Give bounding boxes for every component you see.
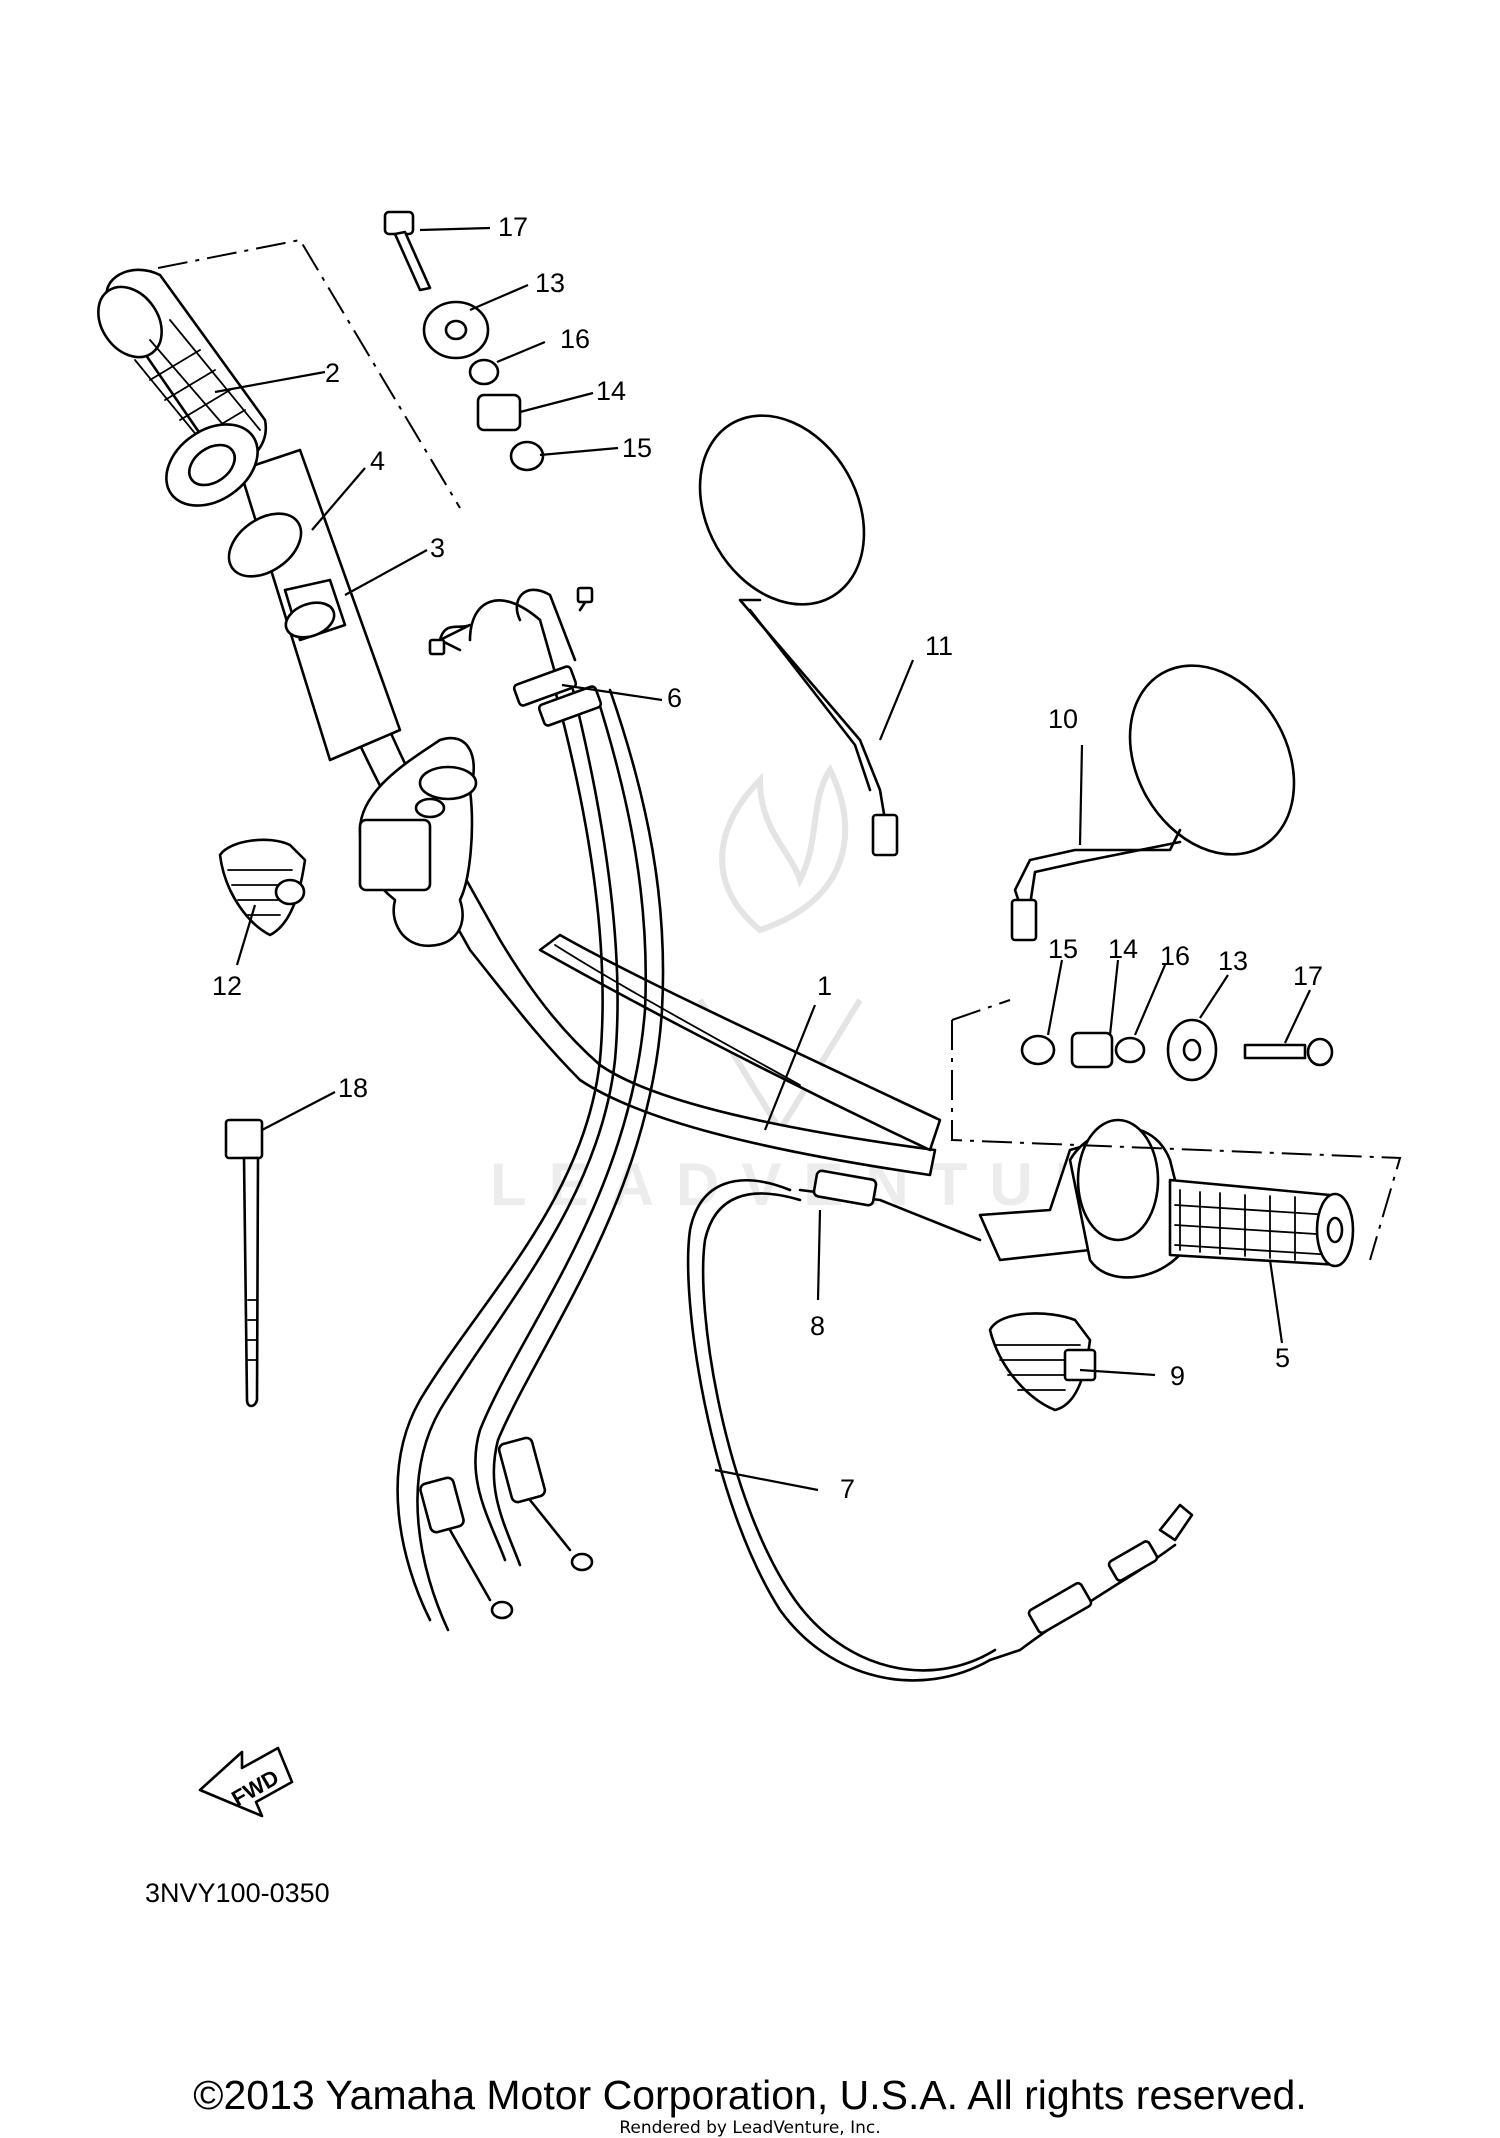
rendered-by-note: Rendered by LeadVenture, Inc.: [619, 2118, 881, 2138]
fwd-arrow: FWD: [198, 1746, 294, 1818]
part-label-11: 11: [925, 631, 953, 661]
right-lever-grip: [978, 1118, 1355, 1279]
part-label-1: 1: [817, 971, 832, 1001]
part-label-10: 10: [1048, 704, 1078, 734]
part-label-13-top: 13: [535, 268, 565, 298]
part-label-17-right: 17: [1293, 961, 1323, 991]
part-label-5: 5: [1275, 1343, 1290, 1373]
bar-end-hardware-right: [1020, 1018, 1334, 1082]
cable-tie: [224, 1118, 264, 1408]
handlebar: [318, 638, 942, 1177]
part-label-14-right: 14: [1108, 934, 1138, 964]
mirror-left: [698, 414, 899, 857]
part-label-2: 2: [325, 358, 340, 388]
part-label-3: 3: [430, 533, 445, 563]
mirror-right: [1010, 664, 1296, 942]
part-label-9: 9: [1170, 1361, 1185, 1391]
part-label-18: 18: [338, 1073, 368, 1103]
part-label-6: 6: [667, 683, 682, 713]
part-label-7: 7: [840, 1474, 855, 1504]
part-label-13-right: 13: [1218, 946, 1248, 976]
part-label-15-right: 15: [1048, 934, 1078, 964]
part-label-8: 8: [810, 1311, 825, 1341]
bar-end-hardware-top: [383, 210, 545, 472]
part-label-4: 4: [370, 446, 385, 476]
left-grip-assembly: [97, 268, 402, 762]
part-label-15-top: 15: [622, 433, 652, 463]
callout-lines: [214, 226, 1311, 1492]
right-lever-boot: [988, 1312, 1097, 1412]
part-label-16-right: 16: [1160, 941, 1190, 971]
copyright-notice: ©2013 Yamaha Motor Corporation, U.S.A. A…: [193, 2072, 1307, 2118]
part-label-17-top: 17: [498, 212, 528, 242]
clutch-cable: [686, 1169, 1194, 1682]
part-label-12: 12: [212, 971, 242, 1001]
exploded-view-boxes: [157, 238, 1402, 1261]
drawing-code: 3NVY100-0350: [145, 1878, 330, 1908]
part-labels: 1 2 3 4 5 6 7 8 9 10 11 12 13 13 14 14 1…: [212, 212, 1323, 1504]
part-label-14-top: 14: [596, 376, 626, 406]
left-lever-boot: [218, 838, 307, 937]
throttle-cables: [396, 586, 665, 1632]
left-switch-housing: [358, 736, 478, 948]
part-label-16-top: 16: [560, 324, 590, 354]
